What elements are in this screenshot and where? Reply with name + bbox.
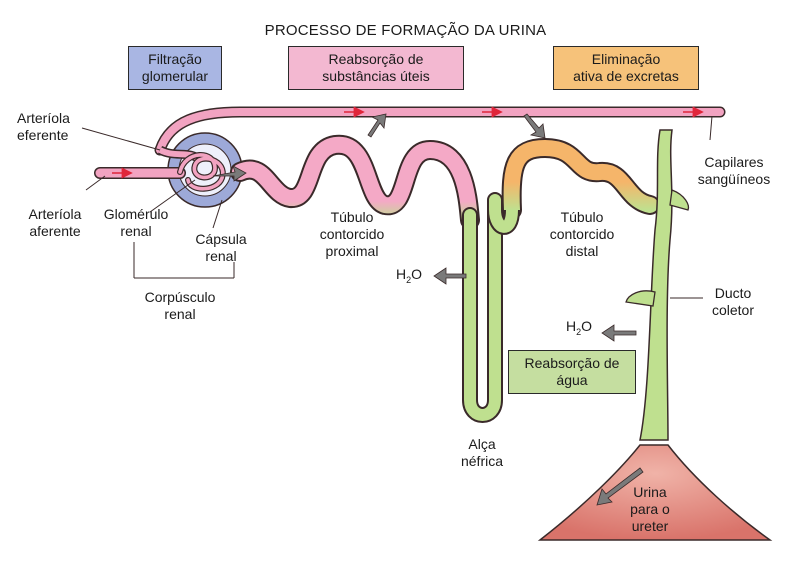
loop-line1: Alça <box>468 436 496 452</box>
urine-label: Urina para o ureter <box>620 484 680 535</box>
duct-line1: Ducto <box>714 285 752 301</box>
capillaries-line1: Capilares <box>704 154 764 170</box>
urine-line2: para o <box>630 501 670 517</box>
distal-line3: distal <box>565 243 599 259</box>
distal-line1: Túbulo <box>560 209 604 225</box>
urine-line3: ureter <box>631 518 669 534</box>
distal-tubule-label: Túbulo contorcido distal <box>540 209 624 260</box>
afferent-arteriole-label: Arteríola aferente <box>22 206 88 240</box>
urine-line1: Urina <box>633 484 667 500</box>
water-box-line2: água <box>556 372 588 388</box>
capsule-label: Cápsula renal <box>188 231 254 265</box>
glomerulus-label: Glomérulo renal <box>97 206 175 240</box>
water-h: H <box>396 266 407 282</box>
efferent-line1: Arteríola <box>17 110 70 126</box>
proximal-line2: contorcido <box>319 226 385 242</box>
corpuscle-line2: renal <box>164 306 196 322</box>
afferent-line2: aferente <box>29 223 81 239</box>
filtration-box: Filtração glomerular <box>128 46 222 90</box>
loop-line2: néfrica <box>460 453 504 469</box>
proximal-line3: proximal <box>325 243 379 259</box>
water-label-loop: H2O <box>396 266 422 285</box>
elimination-box-line2: ativa de excretas <box>573 68 679 84</box>
water-o: O <box>411 266 423 282</box>
proximal-line1: Túbulo <box>330 209 374 225</box>
corpuscle-line1: Corpúsculo <box>144 289 216 305</box>
diagram-title: PROCESSO DE FORMAÇÃO DA URINA <box>264 22 547 39</box>
leader-lines <box>81 115 713 299</box>
water-reabsorption-box: Reabsorção de água <box>508 350 636 394</box>
water-h: H <box>566 318 577 334</box>
afferent-line1: Arteríola <box>28 206 82 222</box>
capillaries-label: Capilares sangüíneos <box>684 154 784 188</box>
glomerulus-line2: renal <box>120 223 152 239</box>
glomerulus-line1: Glomérulo <box>103 206 169 222</box>
elimination-box-line1: Eliminação <box>591 51 661 67</box>
water-sub: 2 <box>406 274 412 285</box>
renal-pelvis <box>537 444 773 541</box>
water-box-line1: Reabsorção de <box>524 355 620 371</box>
efferent-arteriole-label: Arteríola eferente <box>17 110 70 144</box>
reabsorption-box: Reabsorção de substâncias úteis <box>288 46 464 90</box>
loop-label: Alça néfrica <box>452 436 512 470</box>
water-sub: 2 <box>576 326 582 337</box>
water-o: O <box>581 318 593 334</box>
proximal-tubule-label: Túbulo contorcido proximal <box>310 209 394 260</box>
process-arrows <box>212 113 644 506</box>
elimination-box: Eliminação ativa de excretas <box>553 46 699 90</box>
collecting-duct <box>639 129 673 441</box>
reabsorption-box-line1: Reabsorção de <box>328 51 424 67</box>
reabsorption-box-line2: substâncias úteis <box>322 68 430 84</box>
filtration-box-line1: Filtração <box>148 51 202 67</box>
capillaries-line2: sangüíneos <box>697 171 771 187</box>
capsule-line1: Cápsula <box>195 231 247 247</box>
efferent-line2: eferente <box>17 127 69 143</box>
duct-line2: coletor <box>711 302 755 318</box>
water-label-duct: H2O <box>566 318 592 337</box>
collecting-duct-label: Ducto coletor <box>700 285 766 319</box>
filtration-box-line2: glomerular <box>141 68 209 84</box>
corpuscle-label: Corpúsculo renal <box>135 289 225 323</box>
capsule-line2: renal <box>205 248 237 264</box>
distal-line2: contorcido <box>549 226 615 242</box>
